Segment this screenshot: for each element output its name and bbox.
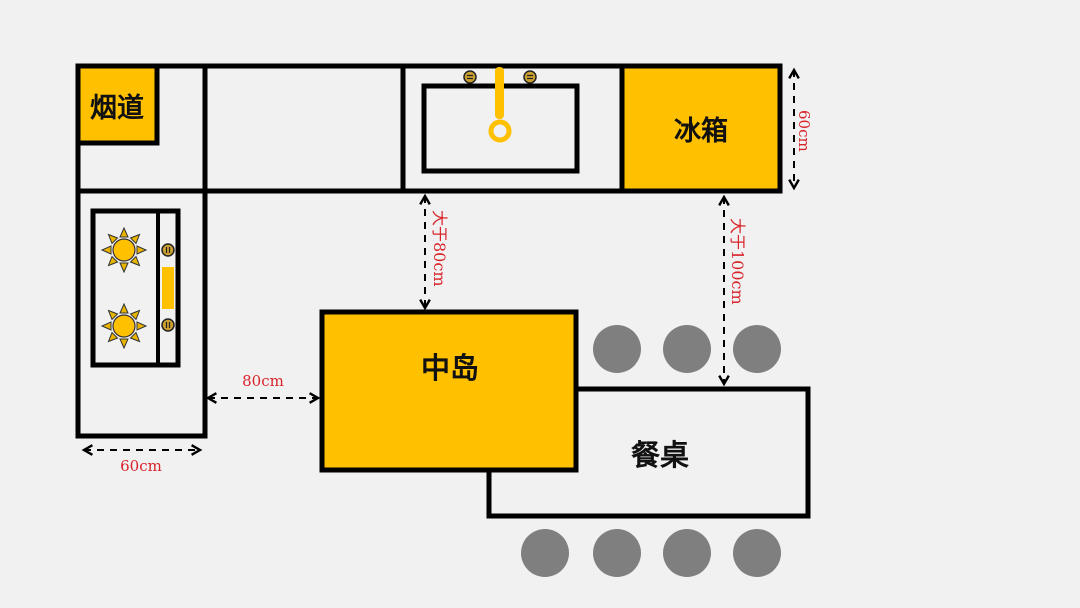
dimension-label: 60cm — [795, 110, 813, 152]
sink — [421, 67, 580, 174]
stove-knob-icon — [161, 243, 175, 257]
dimension-label: 80cm — [242, 372, 284, 390]
stool — [663, 529, 711, 577]
dimension-label: 60cm — [120, 457, 162, 475]
stove-knob-icon — [161, 318, 175, 332]
dimension-aisle-fridge-table: 大于100cm — [718, 194, 747, 387]
stool — [593, 529, 641, 577]
stove — [90, 208, 181, 368]
flue: 烟道 — [75, 63, 160, 146]
dimension-counter-depth-right: 60cm — [788, 67, 813, 191]
left-counter — [75, 188, 208, 439]
stools-bottom-row — [521, 529, 781, 577]
faucet-icon — [488, 67, 512, 143]
dimension-label: 大于100cm — [728, 218, 747, 305]
fridge: 冰箱 — [619, 63, 783, 194]
burner-icon — [101, 303, 147, 349]
dimension-aisle-left: 80cm — [205, 372, 321, 404]
dining-table-label: 餐桌 — [631, 438, 689, 472]
stools-top-row — [593, 325, 781, 373]
burner-icon — [101, 227, 147, 273]
stool — [733, 325, 781, 373]
stool — [663, 325, 711, 373]
stove-control-panel — [162, 267, 174, 309]
sink-knob-left-icon — [463, 70, 477, 84]
fridge-label: 冰箱 — [674, 115, 728, 147]
stool — [521, 529, 569, 577]
flue-label: 烟道 — [90, 92, 144, 124]
dimension-label: 大于80cm — [430, 210, 449, 287]
island: 中岛 — [319, 309, 579, 473]
stool — [593, 325, 641, 373]
sink-knob-right-icon — [523, 70, 537, 84]
dimension-counter-depth-bottom: 60cm — [81, 444, 203, 475]
stool — [733, 529, 781, 577]
dimension-aisle-sink-island: 大于80cm — [419, 193, 449, 311]
island-label: 中岛 — [421, 351, 479, 385]
